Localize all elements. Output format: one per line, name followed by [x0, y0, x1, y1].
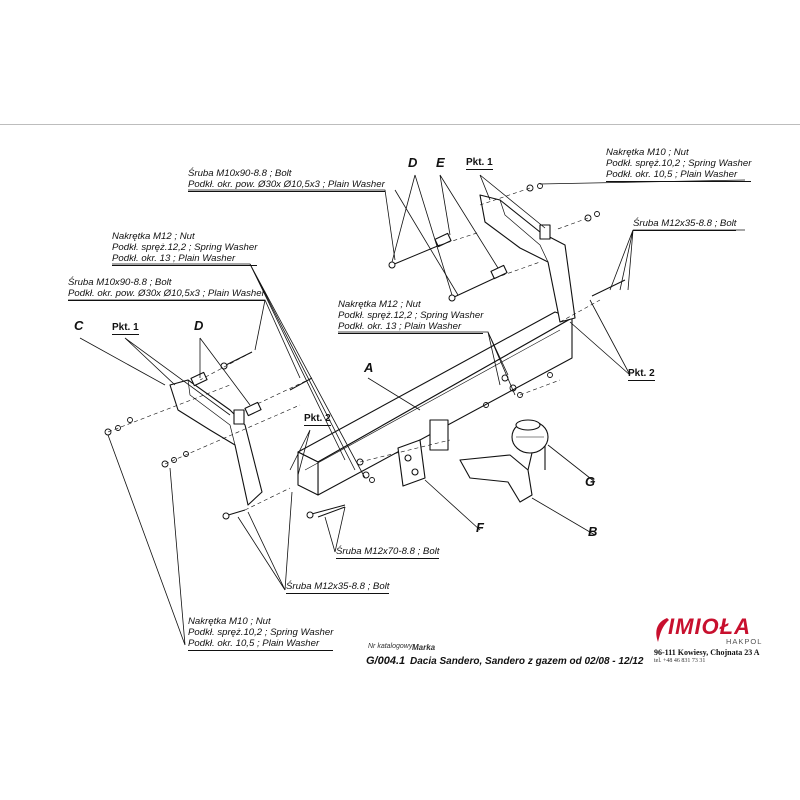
letter-a: A: [364, 360, 374, 375]
catalog-label: Nr katalogowy: [368, 643, 413, 650]
nuts: [104, 183, 600, 483]
company-address: 96-111 Kowiesy, Chojnata 23 A: [654, 648, 760, 657]
letter-e: E: [436, 155, 445, 170]
plate-f: [397, 419, 449, 487]
catalog-number: G/004.1: [366, 655, 406, 667]
callout-line: Nakrętka M10 ; Nut: [188, 616, 271, 627]
pkt2-mid-label: Pkt. 2: [304, 413, 331, 426]
top-frame-line: [0, 124, 800, 125]
callout-line: Podkł. okr. 13 ; Plain Washer: [112, 253, 258, 266]
callout-line: Podkł. okr. 10,5 ; Plain Washer: [606, 169, 752, 182]
pkt2-right-label: Pkt. 2: [628, 368, 655, 381]
logo-swoosh-icon: [656, 618, 669, 642]
callout-nut-m12-mid: Nakrętka M12 ; Nut Podkł. spręż.12,2 ; S…: [338, 299, 484, 334]
callout-bolt-m12x70: Śruba M12x70-8.8 ; Bolt: [336, 546, 440, 559]
crossbar-a: [297, 311, 573, 496]
company-phone: tel. +48 46 831 73 31: [654, 658, 706, 664]
callout-nut-m10-bottom: Nakrętka M10 ; Nut Podkł. spręż.10,2 ; S…: [188, 616, 334, 651]
callout-line: Podkł. okr. 10,5 ; Plain Washer: [188, 638, 334, 651]
logo-name: IMIOŁA: [668, 614, 751, 639]
callout-line: Śruba M10x90-8.8 ; Bolt: [188, 168, 292, 179]
bracket-c: [169, 379, 263, 506]
callout-line: Podkł. spręż.10,2 ; Spring Washer: [606, 158, 752, 169]
letter-f: F: [476, 520, 484, 535]
callout-line: Nakrętka M10 ; Nut: [606, 147, 689, 158]
pkt1-top-label: Pkt. 1: [466, 157, 493, 170]
callout-line: Podkł. okr. 13 ; Plain Washer: [338, 321, 484, 334]
callout-bolt-m10-top: Śruba M10x90-8.8 ; Bolt Podkł. okr. pow.…: [188, 168, 385, 192]
letter-g: G: [585, 474, 596, 489]
letter-d-left: D: [194, 318, 204, 333]
letter-c: C: [74, 318, 84, 333]
callout-line: Śruba M12x35-8.8 ; Bolt: [633, 218, 737, 231]
letter-b: B: [588, 524, 598, 539]
callout-line: Podkł. spręż.10,2 ; Spring Washer: [188, 627, 334, 638]
callout-line: Podkł. okr. pow. Ø30x Ø10,5x3 ; Plain Wa…: [188, 179, 385, 192]
callout-line: Podkł. spręż.12,2 ; Spring Washer: [112, 242, 258, 253]
callout-line: Nakrętka M12 ; Nut: [338, 299, 421, 310]
callout-bolt-m12x35-bottom: Śruba M12x35-8.8 ; Bolt: [286, 581, 390, 594]
bolts: [220, 244, 626, 520]
logo-sub: HAKPOL: [726, 637, 763, 646]
callout-bolt-m10-left: Śruba M10x90-8.8 ; Bolt Podkł. okr. pow.…: [68, 277, 265, 301]
vehicle-description: Dacia Sandero, Sandero z gazem od 02/08 …: [410, 656, 644, 667]
callout-nut-m10-top: Nakrętka M10 ; Nut Podkł. spręż.10,2 ; S…: [606, 147, 752, 182]
leader-lines: [68, 174, 746, 646]
callout-line: Podkł. spręż.12,2 ; Spring Washer: [338, 310, 484, 321]
pkt1-left-label: Pkt. 1: [112, 322, 139, 335]
callout-line: Nakrętka M12 ; Nut: [112, 231, 195, 242]
company-logo: IMIOŁA HAKPOL: [652, 614, 782, 664]
ballcover-g: [511, 419, 549, 454]
brand-label: Marka: [412, 643, 436, 652]
callout-line: Śruba M12x70-8.8 ; Bolt: [336, 546, 440, 559]
callout-bolt-m12x35-right: Śruba M12x35-8.8 ; Bolt: [633, 218, 737, 231]
callout-line: Śruba M12x35-8.8 ; Bolt: [286, 581, 390, 594]
bracket-e: [479, 194, 576, 323]
callout-nut-m12-left: Nakrętka M12 ; Nut Podkł. spręż.12,2 ; S…: [112, 231, 258, 266]
callout-line: Podkł. okr. pow. Ø30x Ø10,5x3 ; Plain Wa…: [68, 288, 265, 301]
assembly-lines: [107, 187, 601, 511]
letter-d-top: D: [408, 155, 418, 170]
callout-line: Śruba M10x90-8.8 ; Bolt: [68, 277, 172, 288]
spacers-d: [190, 232, 508, 417]
